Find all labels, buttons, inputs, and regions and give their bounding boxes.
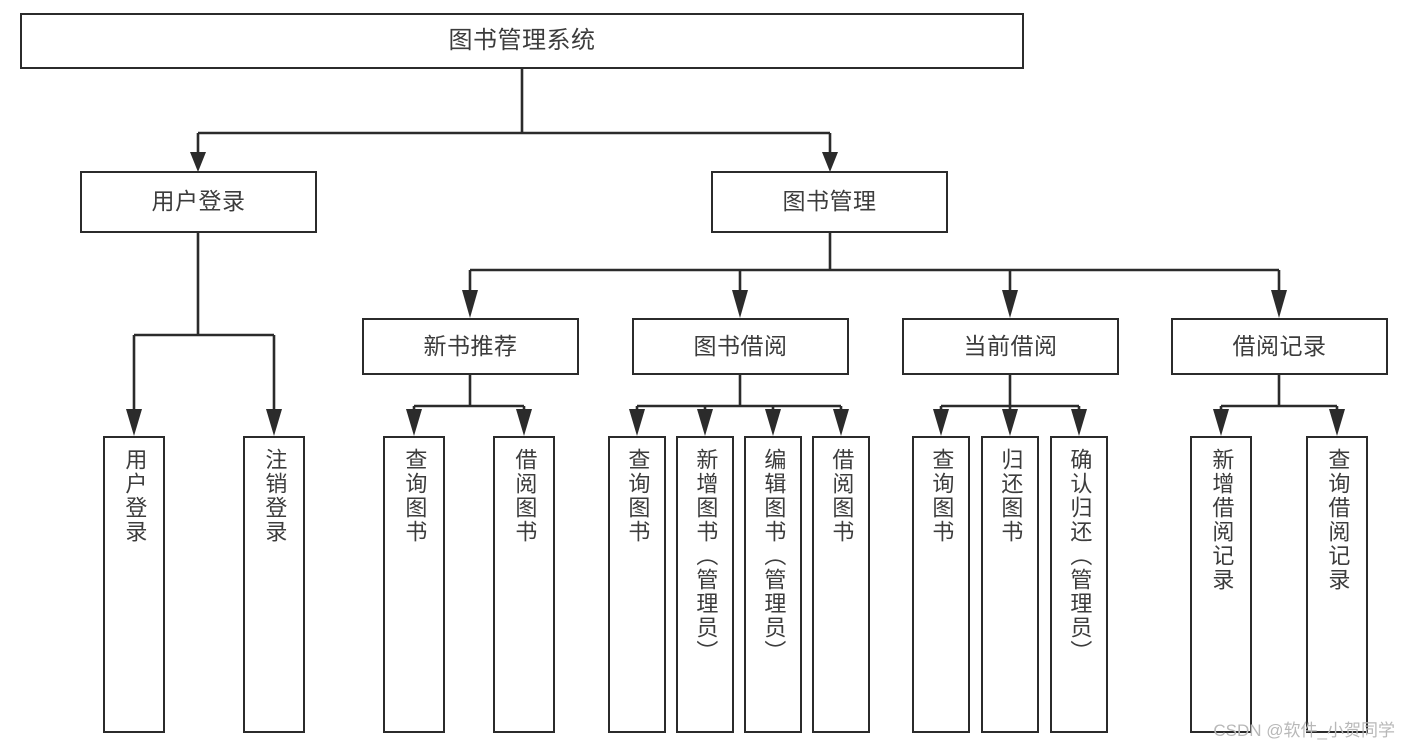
- node-label: 查询图书: [625, 448, 651, 544]
- leaf-query-book-under-current-borrow[interactable]: 查询图书: [912, 436, 970, 733]
- node-label: 查询图书: [402, 448, 428, 544]
- node-label: 用户登录: [151, 188, 246, 215]
- node-current-borrow[interactable]: 当前借阅: [902, 318, 1119, 375]
- node-label: 归还图书: [998, 448, 1024, 544]
- node-root-book-management-system[interactable]: 图书管理系统: [20, 13, 1024, 69]
- node-label: 查询借阅记录: [1325, 448, 1351, 592]
- leaf-borrow-book-under-book-borrow[interactable]: 借阅图书: [812, 436, 870, 733]
- node-label: 注销登录: [262, 448, 288, 544]
- csdn-watermark: CSDN @软件_小贺同学: [1213, 721, 1395, 740]
- node-label: 编辑图书（管理员）: [761, 448, 787, 664]
- leaf-logout-login[interactable]: 注销登录: [243, 436, 305, 733]
- leaf-query-borrow-record[interactable]: 查询借阅记录: [1306, 436, 1368, 733]
- node-label: 用户登录: [122, 448, 148, 544]
- node-new-book-recommend[interactable]: 新书推荐: [362, 318, 579, 375]
- leaf-return-book[interactable]: 归还图书: [981, 436, 1039, 733]
- node-borrow-record[interactable]: 借阅记录: [1171, 318, 1388, 375]
- node-label: 确认归还（管理员）: [1067, 448, 1093, 664]
- node-label: 借阅图书: [829, 448, 855, 544]
- node-book-borrow[interactable]: 图书借阅: [632, 318, 849, 375]
- leaf-edit-book-admin[interactable]: 编辑图书（管理员）: [744, 436, 802, 733]
- node-label: 当前借阅: [963, 332, 1058, 359]
- leaf-user-login[interactable]: 用户登录: [103, 436, 165, 733]
- node-label: 借阅记录: [1232, 332, 1327, 359]
- node-label: 图书管理: [782, 188, 877, 215]
- node-label: 查询图书: [929, 448, 955, 544]
- node-label: 图书借阅: [693, 332, 788, 359]
- node-label: 新书推荐: [423, 332, 518, 359]
- node-label: 新增借阅记录: [1209, 448, 1235, 592]
- leaf-query-book-under-new-book-recommend[interactable]: 查询图书: [383, 436, 445, 733]
- leaf-add-book-admin[interactable]: 新增图书（管理员）: [676, 436, 734, 733]
- node-label: 新增图书（管理员）: [693, 448, 719, 664]
- node-label: 图书管理系统: [448, 26, 596, 54]
- leaf-query-book-under-book-borrow[interactable]: 查询图书: [608, 436, 666, 733]
- leaf-borrow-book-under-new-book-recommend[interactable]: 借阅图书: [493, 436, 555, 733]
- node-label: 借阅图书: [512, 448, 538, 544]
- node-user-login[interactable]: 用户登录: [80, 171, 317, 233]
- node-book-management[interactable]: 图书管理: [711, 171, 948, 233]
- leaf-confirm-return-admin[interactable]: 确认归还（管理员）: [1050, 436, 1108, 733]
- leaf-add-borrow-record[interactable]: 新增借阅记录: [1190, 436, 1252, 733]
